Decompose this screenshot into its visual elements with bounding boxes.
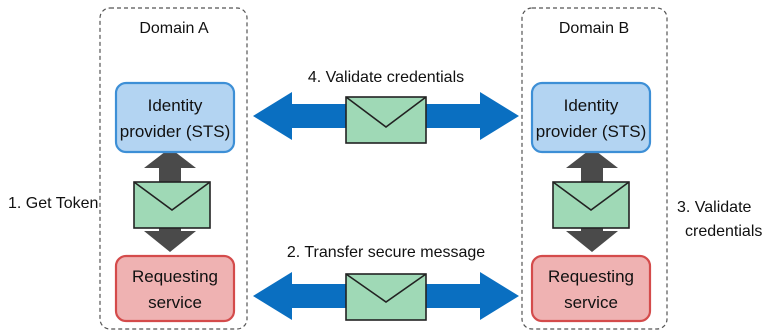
step1-label: 1. Get Token [8, 195, 98, 212]
domain-b-identity-provider-line1: Identity [564, 96, 619, 115]
envelope-icon [345, 273, 427, 321]
domain-b-identity-provider-box [530, 81, 652, 154]
domain-a-requesting-service-line2: service [148, 293, 202, 312]
domain-a-requesting-service-line1: Requesting [132, 267, 218, 286]
domain-a-container [99, 7, 248, 330]
domain-a-identity-provider-line2: provider (STS) [120, 122, 231, 141]
domain-a-title: Domain A [139, 20, 209, 37]
step3-label-line1: 3. Validate [677, 199, 752, 216]
step2-label: 2. Transfer secure message [287, 244, 485, 261]
domain-b-identity-provider-line2: provider (STS) [536, 122, 647, 141]
domain-b-requesting-service-line2: service [564, 293, 618, 312]
domain-b-requesting-service-box [530, 254, 652, 323]
domain-a-requesting-service-box [114, 254, 236, 323]
domain-b-title: Domain B [559, 20, 629, 37]
domain-a-identity-provider-box [114, 81, 236, 154]
domain-a-identity-provider-line1: Identity [148, 96, 203, 115]
step4-label: 4. Validate credentials [308, 69, 464, 86]
domain-b-requesting-service-line1: Requesting [548, 267, 634, 286]
step3-label-line2: credentials [685, 223, 762, 240]
domain-b-container [521, 7, 668, 330]
envelope-icon [133, 181, 211, 229]
envelope-icon [552, 181, 630, 229]
envelope-icon [345, 96, 427, 144]
